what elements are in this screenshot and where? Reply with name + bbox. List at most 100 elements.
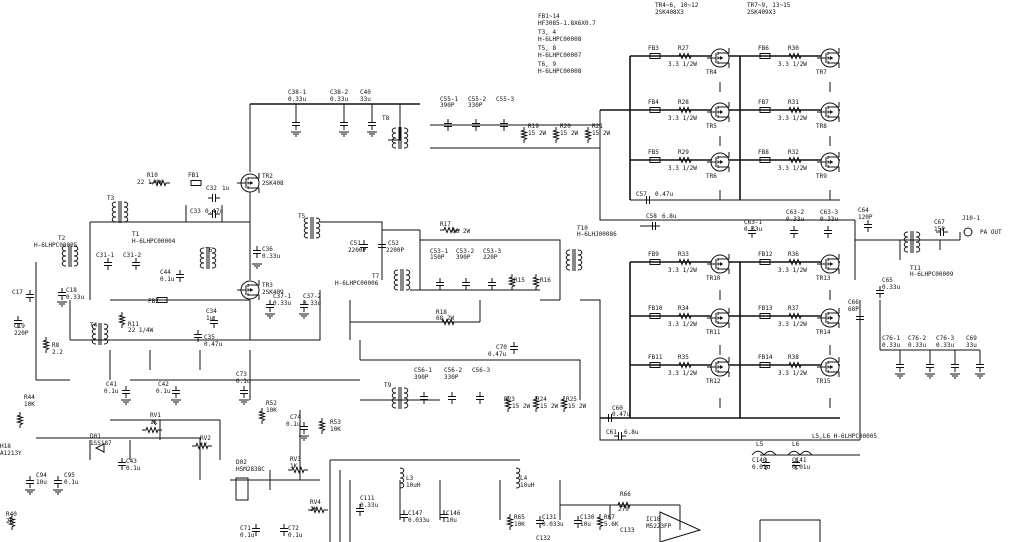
- c130-ref: C130: [580, 514, 595, 521]
- r19-val: 15 2W: [528, 130, 546, 137]
- c53-1-val: 150P: [430, 254, 445, 261]
- c130-val: 10u: [580, 521, 591, 528]
- c76-1-ref: C76-1: [882, 335, 900, 342]
- r53-val: 10K: [330, 426, 341, 433]
- label-t5: T5: [298, 213, 306, 220]
- c61-ref: C61: [606, 429, 617, 436]
- c37-2-ref: C37-2: [303, 293, 321, 300]
- r44-val: 10K: [24, 401, 35, 408]
- stage-4-b-res-value: 3.3 1/2W: [778, 267, 807, 274]
- r52-ref: R52: [266, 400, 277, 407]
- r44-ref: R44: [24, 394, 35, 401]
- l5-l6-note: L5,L6 H-6LHPC00005: [812, 433, 877, 440]
- stage-2-b-transistor: TR8: [816, 123, 827, 130]
- c55-1-ref: C55-1: [440, 96, 458, 103]
- stage-1-a-transistor: TR4: [706, 69, 717, 76]
- stage-5-b-res: R37: [788, 305, 799, 312]
- label-t7-part: H-6LHPC00006: [335, 280, 379, 287]
- c111-ref: C111: [360, 495, 375, 502]
- transistor-tr2: [236, 172, 260, 194]
- c35-ref: C35: [204, 334, 215, 341]
- r8-ref: R8: [52, 342, 60, 349]
- note-fb-line2: HF3085-1.8X6X0.7: [538, 20, 596, 27]
- c74-ref: C74: [290, 414, 301, 421]
- label-t7: T7: [372, 273, 380, 280]
- c131-val: 0.033u: [542, 521, 564, 528]
- tr3-ref: TR3: [262, 282, 273, 289]
- r53-ref: R53: [330, 419, 341, 426]
- c94-ref: C94: [36, 472, 47, 479]
- c56-2-val: 330P: [444, 374, 459, 381]
- c65-val: 0.33u: [882, 284, 900, 291]
- stage-1-b-res-value: 3.3 1/2W: [778, 61, 807, 68]
- c44-val: 0.1u: [160, 276, 175, 283]
- stage-5-b-res-value: 3.3 1/2W: [778, 321, 807, 328]
- stage-3-b-transistor: TR9: [816, 173, 827, 180]
- ic18-part: M5223FP: [646, 523, 672, 530]
- c53-1-ref: C53-1: [430, 248, 448, 255]
- c33-val: 0.47u: [205, 208, 223, 215]
- c67-val: 15P: [934, 226, 945, 233]
- r17-val: 68 2W: [452, 228, 470, 235]
- c57-ref: C57: [636, 191, 647, 198]
- r20-val: 15 2W: [560, 130, 578, 137]
- d02-ref: D02: [236, 459, 247, 466]
- c43-ref: C43: [126, 458, 137, 465]
- c56-3-ref: C56-3: [472, 367, 490, 374]
- note-tr4-line1: TR4~6, 10~12: [655, 2, 699, 9]
- stage-6-b-fb: FB14: [758, 354, 773, 361]
- c66-val: 68P: [848, 306, 859, 313]
- c72-ref: C72: [288, 525, 299, 532]
- l6-ref: L6: [792, 441, 800, 448]
- c76-2-ref: C76-2: [908, 335, 926, 342]
- stage-3-b-fb: FB8: [758, 149, 769, 156]
- r10-ref: R10: [147, 172, 158, 179]
- c19-val: 220P: [14, 330, 29, 337]
- c52-ref: C52: [388, 240, 399, 247]
- stage-4-b-transistor: TR13: [816, 275, 831, 282]
- capacitor-labels: C38-1 0.33u C38-2 0.33u C40 33u C55-1 39…: [12, 89, 986, 542]
- c70-ref: C70: [496, 344, 507, 351]
- ic18-ref: IC18: [646, 516, 661, 523]
- c18-val: 0.33u: [66, 294, 84, 301]
- c38-2-ref: C38-2: [330, 89, 348, 96]
- c31-2-ref: C31-2: [123, 252, 141, 259]
- c40-val: 33u: [360, 96, 371, 103]
- stage-3-b-res: R32: [788, 149, 799, 156]
- stage-1-a-fb: FB3: [648, 45, 659, 52]
- stage-6-a-transistor: TR12: [706, 378, 721, 385]
- r17-ref: R17: [440, 221, 451, 228]
- l4-val: 10uH: [520, 482, 535, 489]
- l4-ref: L4: [520, 475, 528, 482]
- r18-ref: R18: [436, 309, 447, 316]
- c95-ref: C95: [64, 472, 75, 479]
- c76-1-val: 0.33u: [882, 342, 900, 349]
- tr3-part: 2SK409: [262, 289, 284, 296]
- l5-ref: L5: [756, 441, 764, 448]
- c51-ref: C51: [350, 240, 361, 247]
- stage-3-a-transistor: TR6: [706, 173, 717, 180]
- c67-ref: C67: [934, 219, 945, 226]
- rv4-val: 1K: [310, 506, 318, 513]
- c36-val: 0.33u: [262, 253, 280, 260]
- j10-ref: J10-1: [962, 215, 980, 222]
- stage-3-a-res-value: 3.3 1/2W: [668, 165, 697, 172]
- c53-2-ref: C53-2: [456, 248, 474, 255]
- note-t69-line1: T6, 9: [538, 61, 556, 68]
- c55-2-ref: C55-2: [468, 96, 486, 103]
- c37-1-ref: C37-1: [273, 293, 291, 300]
- label-t4: T4: [90, 322, 98, 329]
- c64-val: 120P: [858, 214, 873, 221]
- h18-part: A1213Y: [0, 450, 22, 457]
- c60-ref: C60: [612, 405, 623, 412]
- stage-5-b-transistor: TR14: [816, 329, 831, 336]
- label-t11-part: H-6LHPC00009: [910, 271, 954, 278]
- c35-val: 0.47u: [204, 341, 222, 348]
